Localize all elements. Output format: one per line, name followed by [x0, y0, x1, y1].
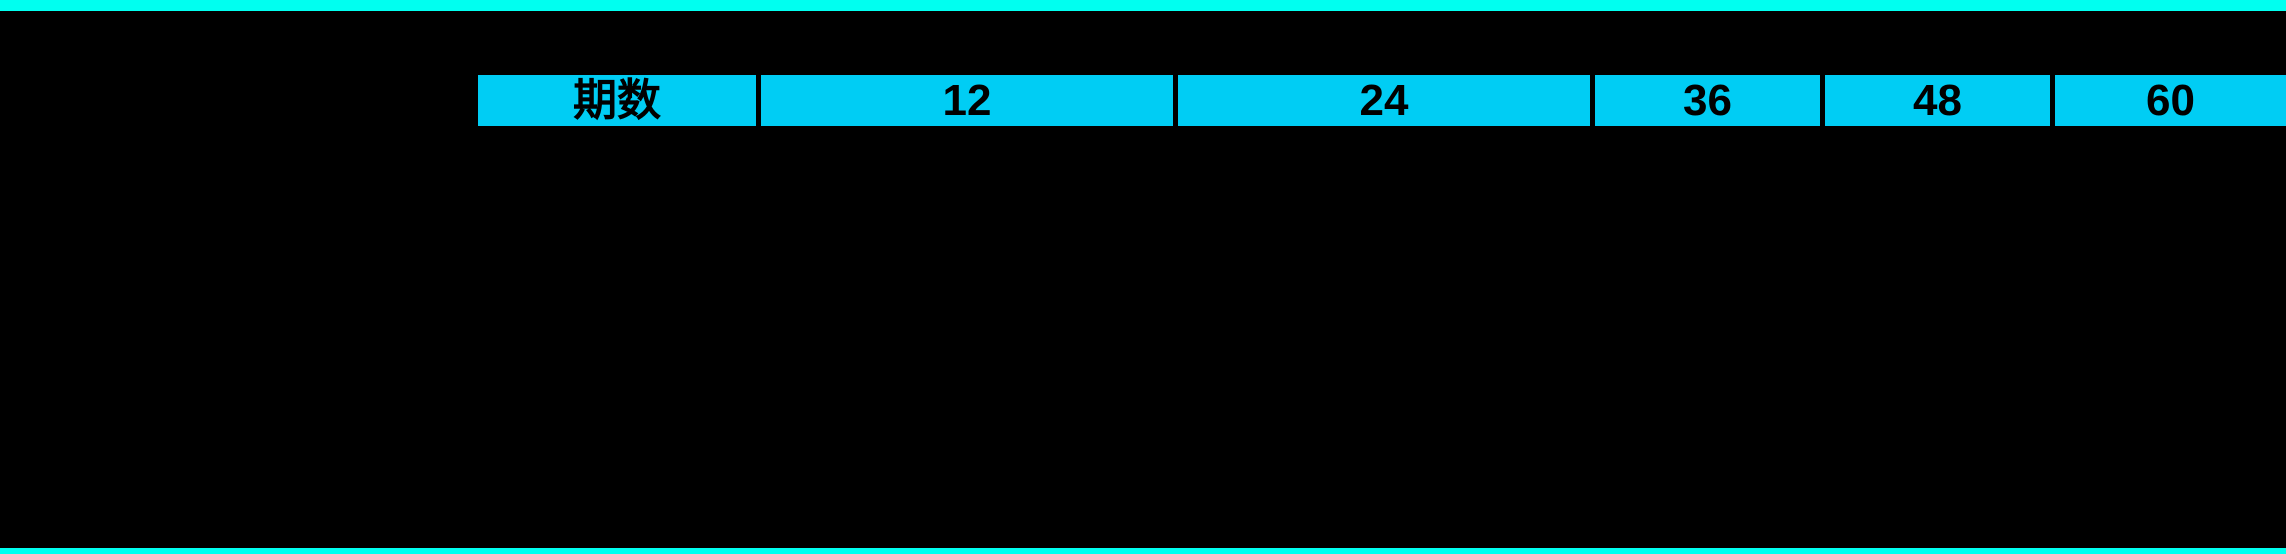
header-cell-12[interactable]: 12 — [761, 75, 1173, 126]
top-accent-bar — [0, 0, 2286, 11]
header-cell-36[interactable]: 36 — [1595, 75, 1820, 126]
header-cell-24[interactable]: 24 — [1178, 75, 1590, 126]
table-header-row: 期数 12 24 36 48 60 — [478, 75, 2286, 126]
header-cell-periods[interactable]: 期数 — [478, 75, 756, 126]
bottom-accent-bar — [0, 548, 2286, 554]
header-cell-60[interactable]: 60 — [2055, 75, 2286, 126]
header-cell-48[interactable]: 48 — [1825, 75, 2050, 126]
